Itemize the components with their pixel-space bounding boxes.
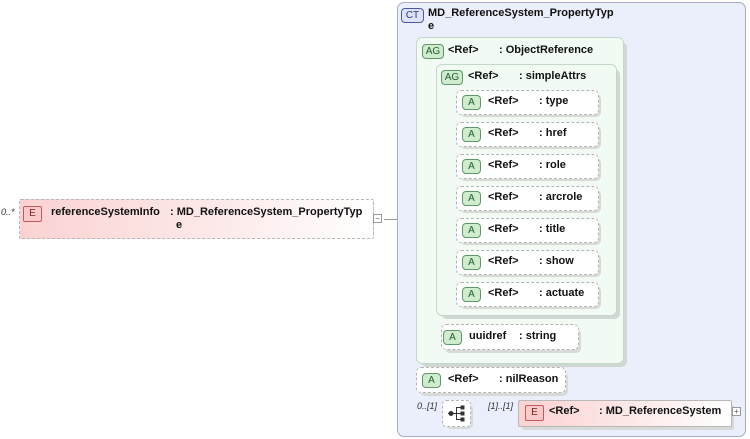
object-reference-name: : ObjectReference <box>499 44 594 56</box>
attribute-ref: <Ref> <box>488 223 519 235</box>
attribute-name: : arcrole <box>539 191 583 203</box>
attribute-ref: <Ref> <box>488 159 519 171</box>
attribute-name: : href <box>539 127 567 139</box>
attribute-tag-icon: A <box>462 127 481 142</box>
nil-reason-name: : nilReason <box>499 373 559 385</box>
child-element-ref: <Ref> <box>549 405 580 417</box>
attribute-ref: <Ref> <box>488 255 519 267</box>
attribute-ref: <Ref> <box>488 287 519 299</box>
collapse-minus-icon[interactable]: − <box>373 214 382 223</box>
complex-type-tag-icon: CT <box>401 8 424 23</box>
root-element-type-cont: e <box>176 219 183 231</box>
attribute-group-tag-icon: AG <box>441 70 463 85</box>
complex-type-name-line2: e <box>428 20 435 32</box>
attribute-name: : type <box>539 95 569 107</box>
element-tag-icon: E <box>525 405 544 421</box>
nil-reason-ref: <Ref> <box>448 373 479 385</box>
root-element-box[interactable] <box>19 199 374 239</box>
attribute-nil-reason[interactable] <box>416 367 566 393</box>
attribute-name: : title <box>539 223 566 235</box>
sequence-compositor[interactable] <box>442 400 471 427</box>
attribute-tag-icon: A <box>462 191 481 206</box>
attribute-tag-icon: A <box>462 223 481 238</box>
attribute-tag-icon: A <box>462 255 481 270</box>
root-element-type: : MD_ReferenceSystem_PropertyTyp <box>170 206 363 218</box>
attribute-ref: <Ref> <box>488 191 519 203</box>
expand-plus-icon[interactable]: + <box>732 407 741 416</box>
child-element-box[interactable] <box>518 400 732 427</box>
attribute-tag-icon: A <box>462 287 481 302</box>
root-element-name: referenceSystemInfo <box>51 206 160 218</box>
uuidref-name: uuidref <box>469 330 507 342</box>
child-element-name: : MD_ReferenceSystem <box>599 405 722 417</box>
attribute-ref: <Ref> <box>488 127 519 139</box>
sequence-cardinality-left: 0..[1] <box>417 401 438 411</box>
attribute-tag-icon: A <box>443 330 462 345</box>
root-element-cardinality: 0..* <box>1 207 15 217</box>
attribute-group-tag-icon: AG <box>422 44 444 59</box>
complex-type-name-line1: MD_ReferenceSystem_PropertyTyp <box>428 7 614 19</box>
attribute-tag-icon: A <box>422 373 441 388</box>
simple-attrs-ref: <Ref> <box>468 70 499 82</box>
attribute-name: : role <box>539 159 566 171</box>
uuidref-type: : string <box>519 330 557 342</box>
attribute-name: : show <box>539 255 574 267</box>
attribute-tag-icon: A <box>462 159 481 174</box>
attribute-uuidref[interactable] <box>441 324 579 350</box>
element-tag-icon: E <box>23 206 42 222</box>
simple-attrs-name: : simpleAttrs <box>519 70 587 82</box>
sequence-compositor-icon <box>448 405 465 422</box>
attribute-tag-icon: A <box>462 95 481 110</box>
attribute-name: : actuate <box>539 287 585 299</box>
object-reference-ref: <Ref> <box>448 44 479 56</box>
complex-type-name: MD_ReferenceSystem_PropertyTyp e <box>428 7 628 33</box>
sequence-cardinality-right: [1]..[1] <box>488 401 514 411</box>
attribute-ref: <Ref> <box>488 95 519 107</box>
